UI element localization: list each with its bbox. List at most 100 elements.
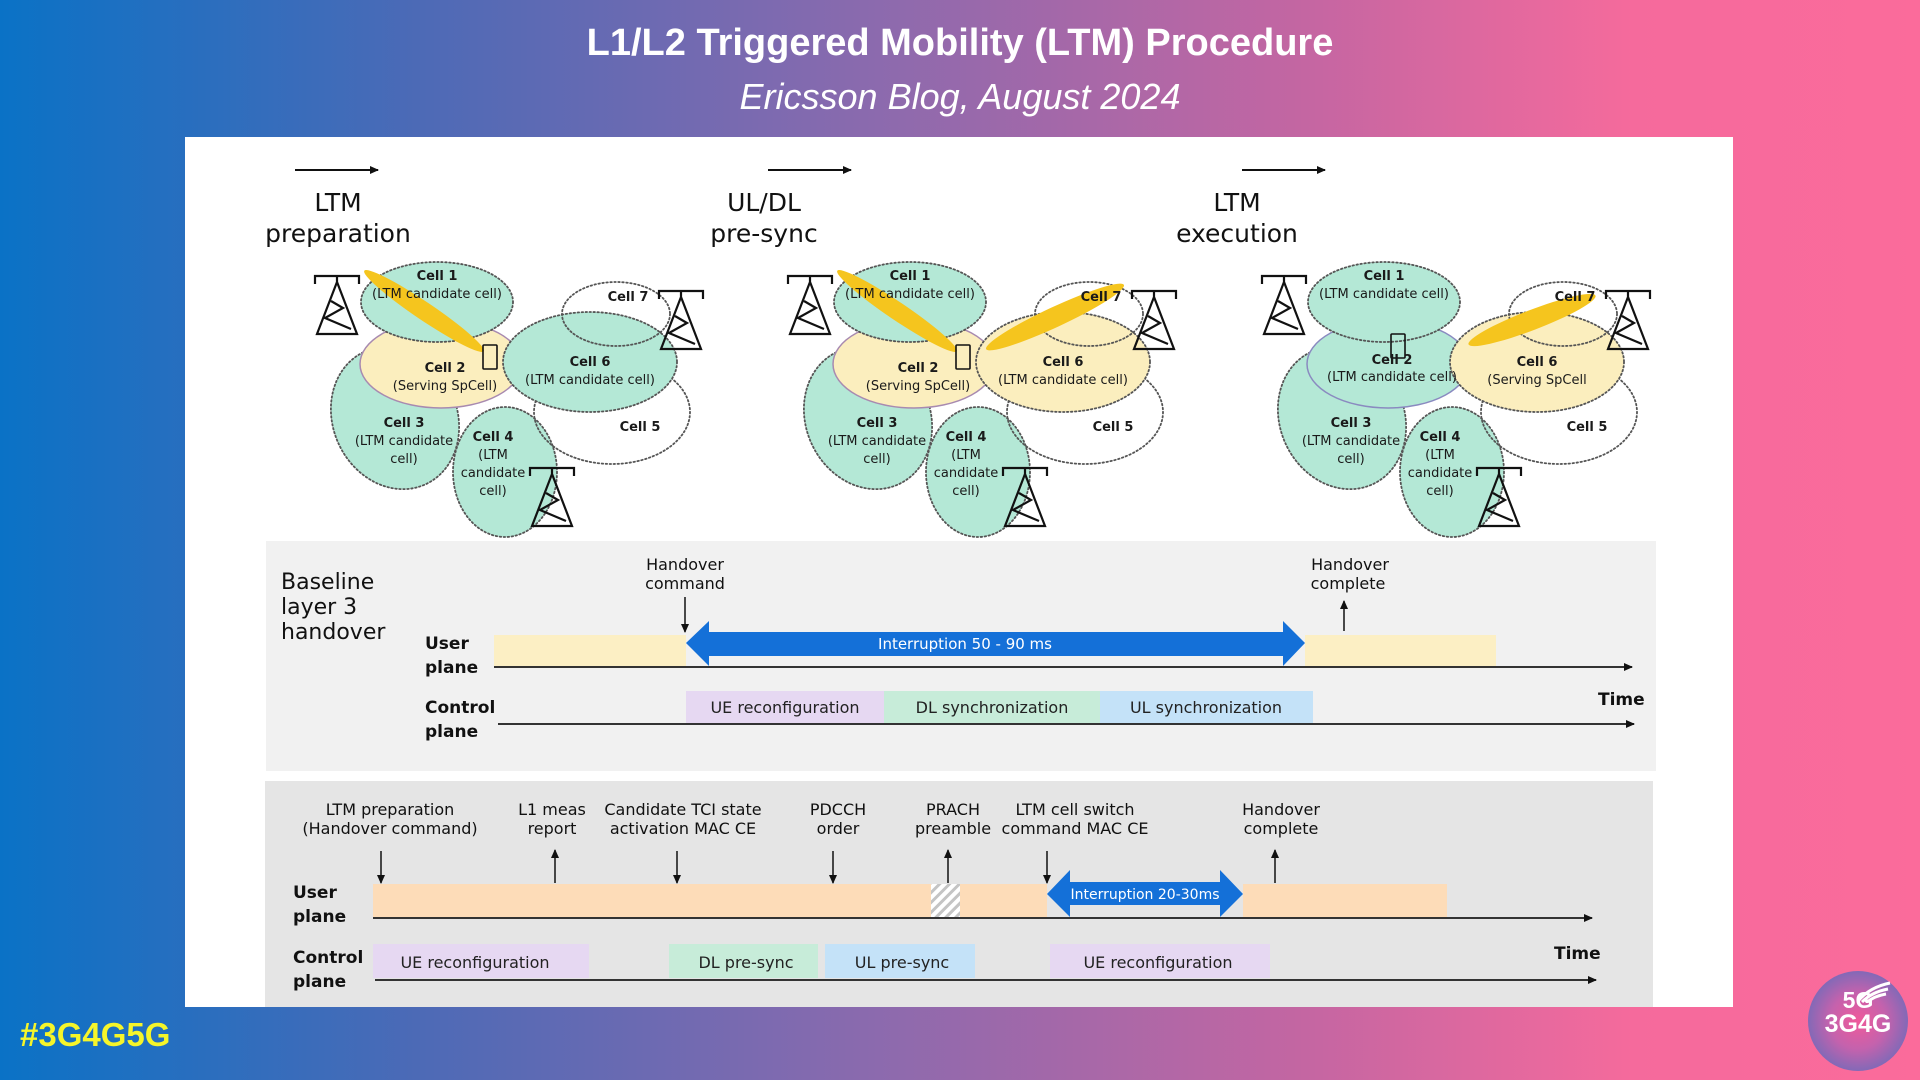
cell-3-role: (LTM candidate: [1302, 434, 1400, 449]
cell-6-area: [502, 311, 678, 413]
event-label: Handover: [1242, 800, 1320, 819]
baseline-event-handover-command: Handover command: [645, 555, 725, 633]
cell-7-area: [1034, 281, 1144, 347]
cell-2-role: (Serving SpCell): [866, 379, 970, 394]
baseline-control-plane-label-1: Control: [425, 698, 495, 718]
event-label: Handover: [646, 555, 724, 574]
cell-2-role: (Serving SpCell): [393, 379, 497, 394]
cell-4-role: (LTM: [1425, 448, 1455, 463]
beam-to-cell-7: [985, 283, 1125, 351]
cell-4-name: Cell 4: [1420, 430, 1461, 445]
event-label: complete: [1244, 819, 1319, 838]
ltm-block-label: UL pre-sync: [855, 953, 949, 972]
beam-to-cell-1: [837, 270, 957, 352]
baseline-user-plane-before: [494, 635, 686, 666]
ue-phone-icon: [1390, 333, 1406, 359]
cell-4-role: candidate: [1408, 466, 1473, 481]
cell-3-role: cell): [863, 452, 890, 467]
cell-1-name: Cell 1: [417, 269, 458, 284]
cell-4-name: Cell 4: [473, 430, 514, 445]
baseline-block-label: DL synchronization: [916, 698, 1069, 717]
cell-7-area: [1508, 281, 1618, 347]
cell-tower-icon: [1604, 289, 1652, 351]
ltm-user-plane-label-1: User: [293, 883, 337, 903]
ltm-interruption-label: Interruption 20-30ms: [1070, 887, 1219, 903]
cell-6-name: Cell 6: [570, 355, 611, 370]
cell-3-role: cell): [1337, 452, 1364, 467]
logo-5g: 5G: [1842, 987, 1874, 1013]
event-label: PDCCH: [810, 800, 866, 819]
ue-phone-icon: [482, 344, 498, 370]
baseline-user-plane-label-2: plane: [425, 658, 478, 678]
logo-3g4g: 3G4G: [1824, 1010, 1892, 1038]
cell-4-role: (LTM: [478, 448, 508, 463]
baseline-event-handover-complete: Handover complete: [1311, 555, 1389, 631]
ltm-control-plane-label-2: plane: [293, 972, 346, 992]
cell-7-name: Cell 7: [1555, 290, 1596, 305]
baseline-time-label: Time: [1598, 690, 1645, 710]
baseline-interruption-label: Interruption 50 - 90 ms: [878, 635, 1052, 653]
hashtag: #3G4G5G: [20, 1016, 171, 1053]
cell-7-name: Cell 7: [1081, 290, 1122, 305]
cell-1-area: [360, 261, 514, 343]
cell-6-role: (LTM candidate cell): [998, 373, 1128, 388]
event-label: LTM cell switch: [1015, 800, 1134, 819]
cell-5-name: Cell 5: [1567, 420, 1608, 435]
scene-title-line1: LTM: [1213, 188, 1260, 217]
baseline-interruption-arrow: [686, 621, 1305, 666]
cell-tower-icon: [786, 274, 834, 336]
beam-to-cell-7: [1468, 293, 1596, 347]
slide-subtitle: Ericsson Blog, August 2024: [739, 76, 1181, 117]
ltm-block-ue-reconfiguration: [373, 944, 589, 978]
cell-4-role: cell): [479, 484, 506, 499]
ltm-time-label: Time: [1554, 944, 1601, 964]
scene-title-line2: preparation: [265, 219, 411, 248]
baseline-block-ue-reconfiguration: [686, 691, 884, 723]
cell-4-area: [925, 406, 1031, 538]
event-label: report: [528, 819, 577, 838]
cell-5-name: Cell 5: [1093, 420, 1134, 435]
baseline-block-dl-sync: [884, 691, 1100, 723]
cell-6-name: Cell 6: [1517, 355, 1558, 370]
event-label: LTM preparation: [326, 800, 455, 819]
beam-to-cell-1: [364, 270, 484, 352]
cell-4-role: cell): [1426, 484, 1453, 499]
cell-tower-icon: [1001, 466, 1049, 528]
cell-6-name: Cell 6: [1043, 355, 1084, 370]
event-label: PRACH: [926, 800, 980, 819]
cell-2-role: (LTM candidate cell): [1327, 370, 1457, 385]
baseline-user-plane-label-1: User: [425, 634, 469, 654]
event-label: preamble: [915, 819, 991, 838]
cell-3-name: Cell 3: [857, 416, 898, 431]
cell-tower-icon: [313, 274, 361, 336]
cell-tower-icon: [528, 466, 576, 528]
ltm-block-label: UE reconfiguration: [1083, 953, 1232, 972]
cell-4-name: Cell 4: [946, 430, 987, 445]
cell-4-area: [1399, 406, 1505, 538]
cell-5-name: Cell 5: [620, 420, 661, 435]
cell-7-name: Cell 7: [608, 290, 649, 305]
baseline-user-plane-after: [1305, 635, 1496, 666]
cell-6-role: (LTM candidate cell): [525, 373, 655, 388]
cell-4-role: candidate: [934, 466, 999, 481]
ue-phone-icon: [955, 344, 971, 370]
cell-2-name: Cell 2: [898, 361, 939, 376]
cell-3-role: (LTM candidate: [355, 434, 453, 449]
baseline-block-label: UL synchronization: [1130, 698, 1282, 717]
event-label: L1 meas: [518, 800, 586, 819]
scene-title-line1: LTM: [314, 188, 361, 217]
cell-1-name: Cell 1: [890, 269, 931, 284]
event-label: Candidate TCI state: [604, 800, 761, 819]
signal-waves-icon: [1856, 981, 1891, 1003]
event-label: command MAC CE: [1002, 819, 1149, 838]
cell-tower-icon: [657, 289, 705, 351]
cell-tower-icon: [1475, 466, 1523, 528]
